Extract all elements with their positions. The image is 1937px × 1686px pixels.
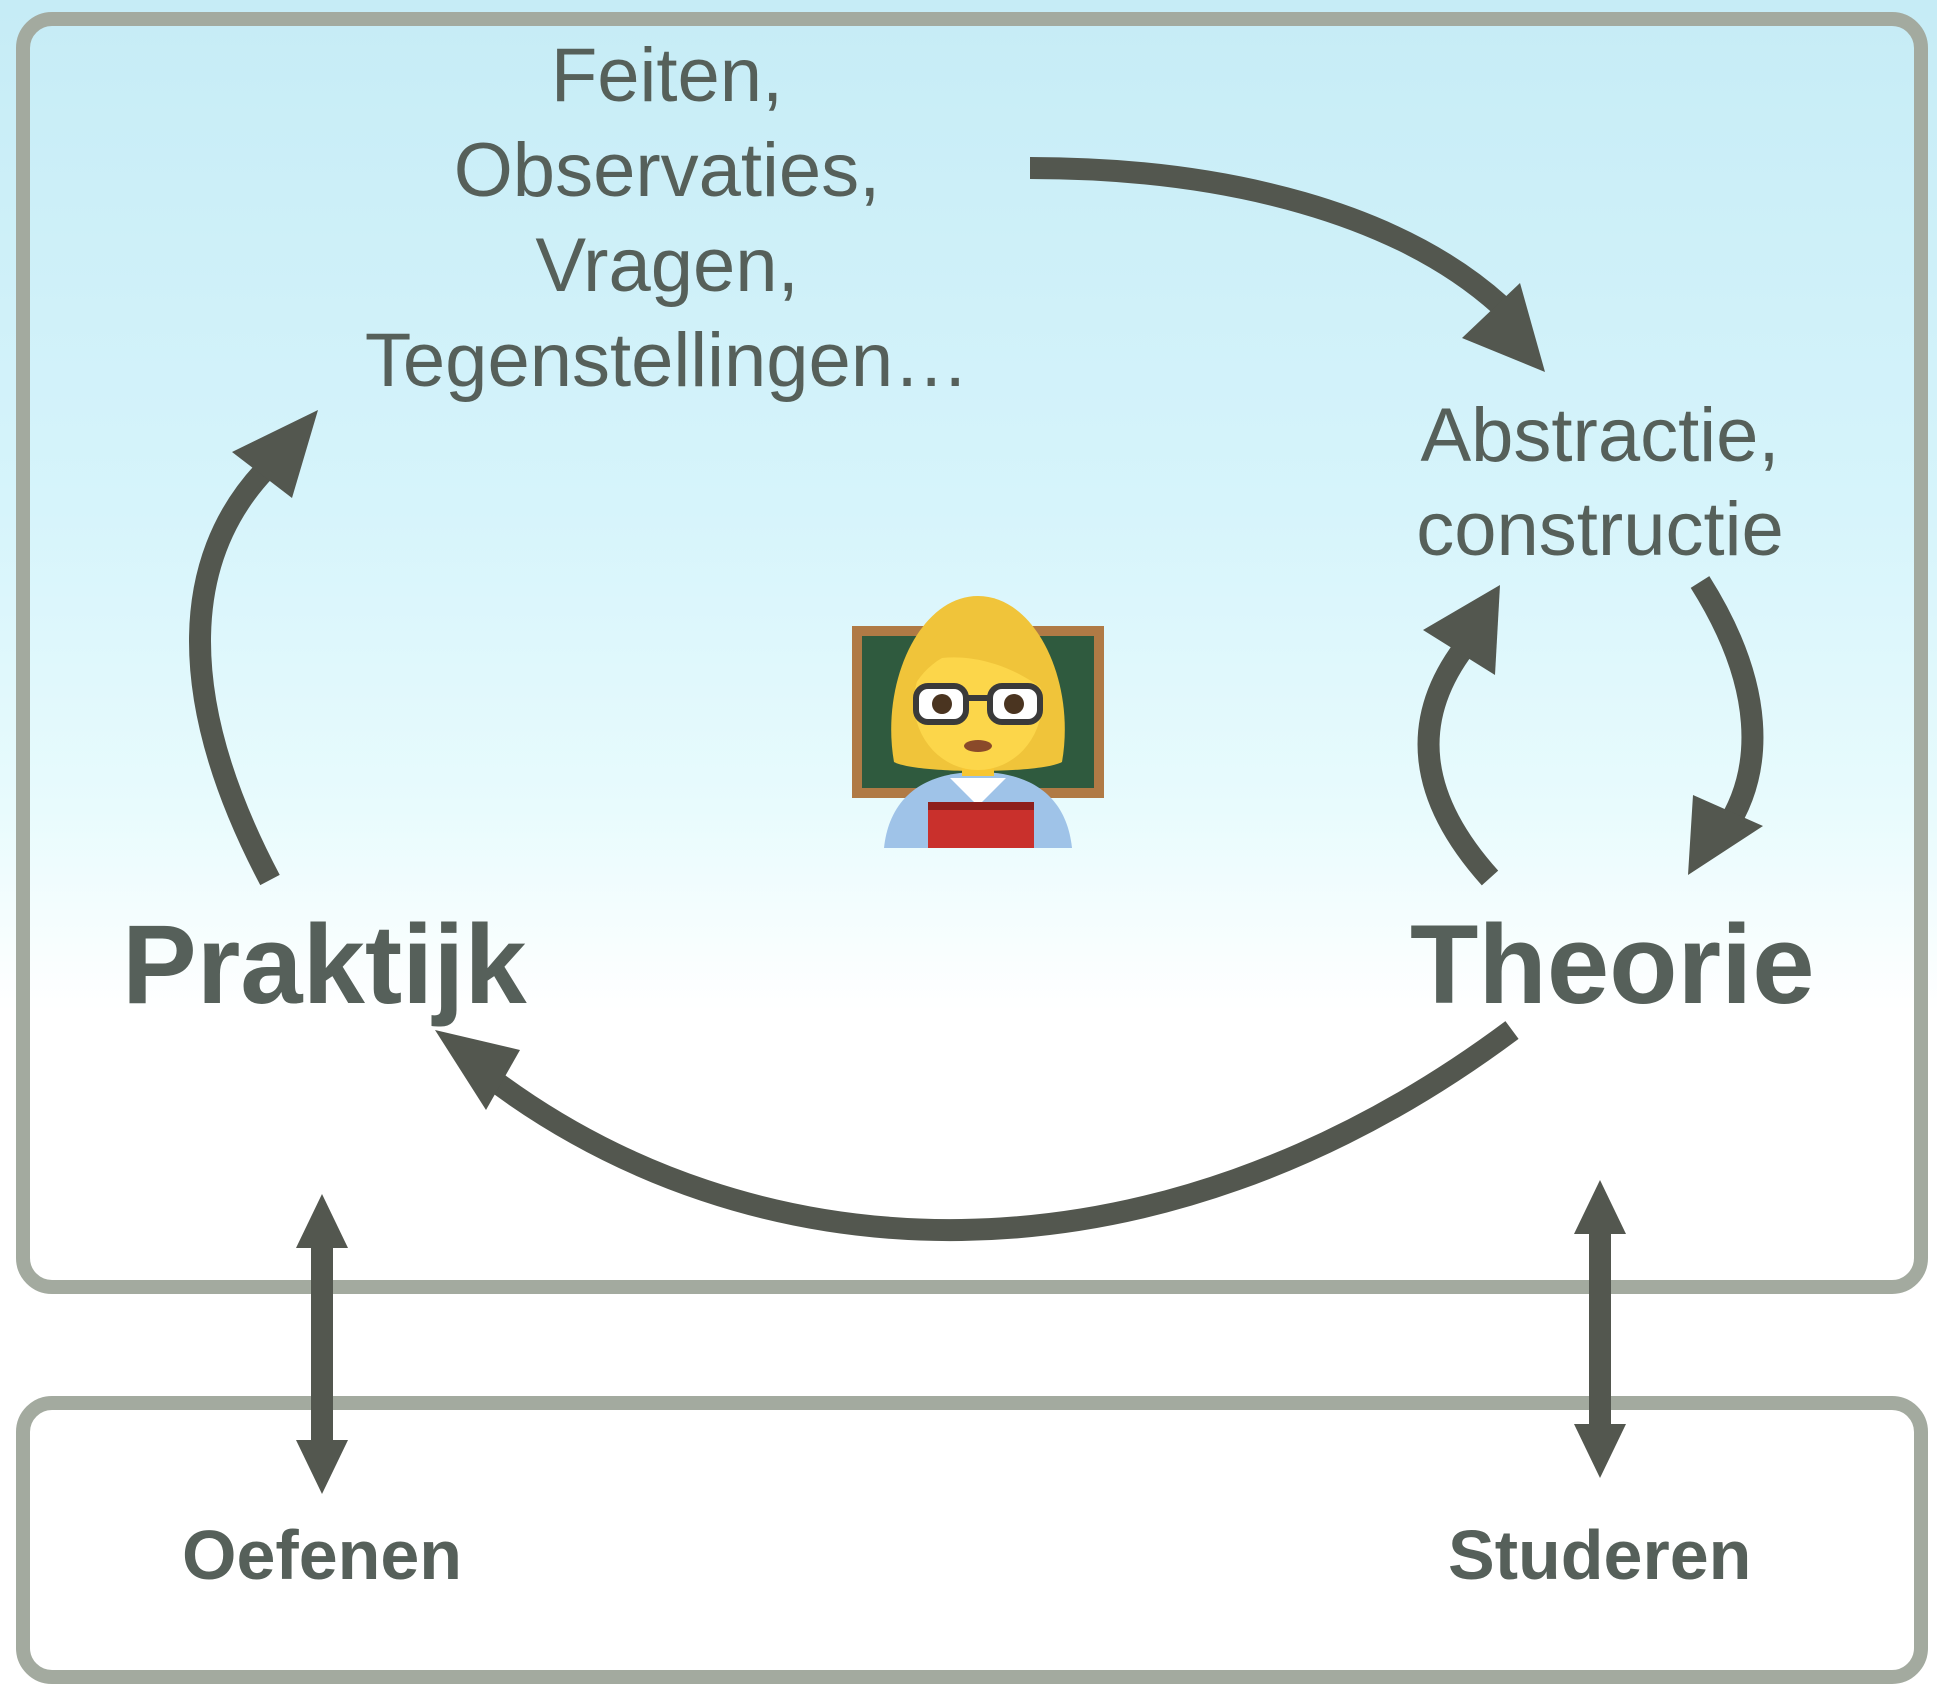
arrow-head-abstraction bbox=[1462, 283, 1545, 372]
observations-line: Feiten, bbox=[550, 33, 784, 118]
arrow-head-abstraction-up bbox=[1423, 585, 1500, 675]
practice-label: Praktijk bbox=[122, 902, 527, 1027]
observations-line: Observaties, bbox=[453, 128, 881, 213]
observations-line: Vragen, bbox=[535, 223, 799, 308]
exercise-label: Oefenen bbox=[182, 1516, 463, 1594]
study-label: Studeren bbox=[1448, 1516, 1752, 1594]
arrow-head-practice bbox=[435, 1030, 520, 1110]
arrow-head-exercise-down bbox=[296, 1440, 348, 1494]
abstraction-line: constructie bbox=[1416, 487, 1784, 572]
arrow-abstraction-to-theory bbox=[1690, 576, 1764, 837]
arrow-theory-to-practice bbox=[473, 1021, 1519, 1242]
teacher-emoji-icon bbox=[852, 596, 1104, 848]
arrow-head-study-down bbox=[1574, 1424, 1626, 1478]
arrow-practice-to-observations bbox=[189, 462, 280, 886]
arrow-head-study-up bbox=[1574, 1180, 1626, 1234]
abstraction-text: Abstractie, constructie bbox=[1380, 398, 1820, 568]
arrow-theory-to-abstraction bbox=[1417, 633, 1499, 886]
abstraction-line: Abstractie, bbox=[1420, 393, 1780, 478]
arrow-head-exercise-up bbox=[296, 1194, 348, 1248]
arrow-head-theory bbox=[1688, 795, 1763, 875]
observations-line: Tegenstellingen… bbox=[364, 318, 970, 403]
arrow-observations-to-abstraction bbox=[1029, 157, 1508, 314]
top-panel bbox=[16, 12, 1928, 1294]
theory-label: Theorie bbox=[1410, 902, 1815, 1027]
arrow-head-observations bbox=[232, 410, 318, 498]
